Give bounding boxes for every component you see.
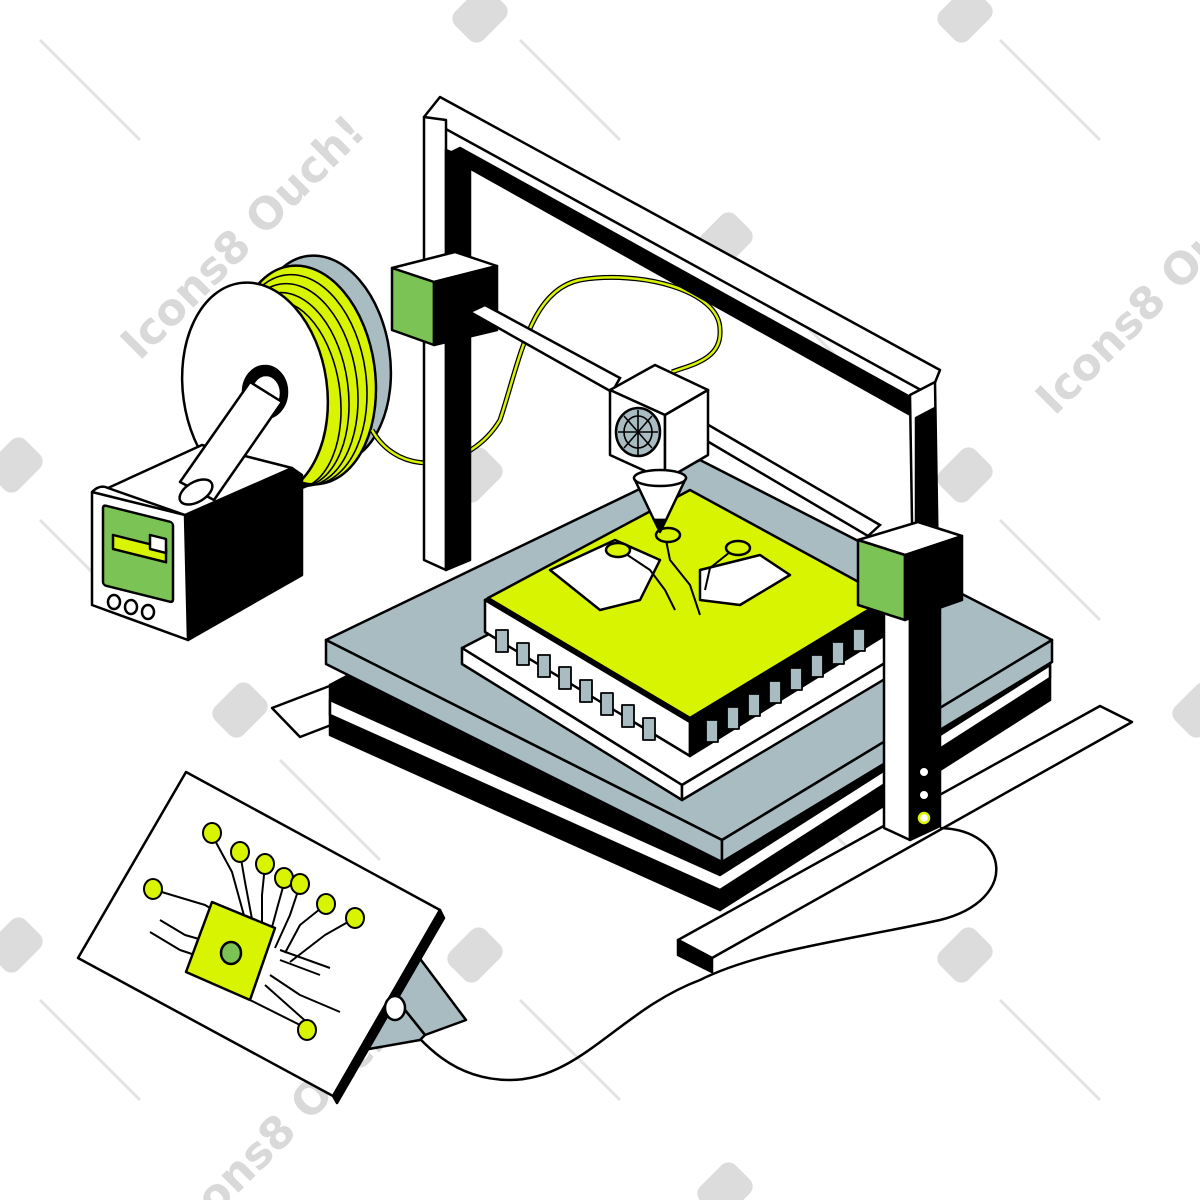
left-clamp-block [390, 250, 499, 347]
filament-control-box [90, 380, 304, 642]
right-clamp-block [856, 520, 964, 622]
tablet-traces [149, 834, 356, 1026]
chip-pins [495, 628, 866, 743]
tablet-dots [143, 822, 365, 1041]
x-axis-rod [467, 303, 883, 538]
tablet-circuit-icon [76, 770, 468, 1105]
power-cable [394, 826, 998, 1082]
printer-nozzle-icon [608, 363, 710, 534]
watermark-text: Icons8 Ouch! [1026, 160, 1200, 424]
chip-traces [619, 534, 736, 616]
